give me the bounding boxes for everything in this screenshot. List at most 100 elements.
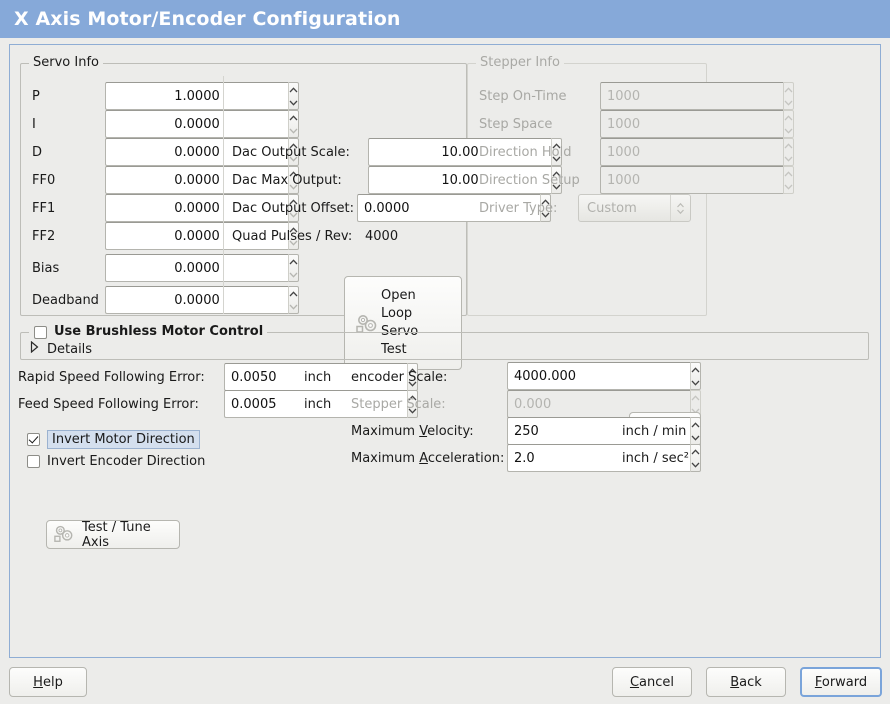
spin-up-icon[interactable]	[289, 83, 298, 96]
spin-dac-output-offset[interactable]	[357, 194, 551, 222]
spin-buttons-maximum-acceleration[interactable]	[690, 444, 701, 472]
spin-d[interactable]	[105, 138, 299, 166]
spin-up-icon[interactable]	[289, 195, 298, 208]
spin-buttons-dac-max-output[interactable]	[551, 166, 562, 194]
spin-down-icon[interactable]	[289, 152, 298, 165]
input-ff0[interactable]	[105, 166, 288, 194]
spin-rapid-following-error[interactable]	[224, 363, 418, 391]
test-tune-axis-button[interactable]: Test / Tune Axis	[46, 520, 180, 550]
cancel-button[interactable]: Cancel	[612, 667, 692, 697]
label-feed-following-error: Feed Speed Following Error:	[18, 397, 199, 412]
spin-buttons-d[interactable]	[288, 138, 299, 166]
spin-up-icon[interactable]	[691, 418, 700, 431]
spin-up-icon[interactable]	[552, 167, 561, 180]
spin-buttons-ff1[interactable]	[288, 194, 299, 222]
spin-down-icon[interactable]	[408, 377, 417, 390]
spin-ff0[interactable]	[105, 166, 299, 194]
spin-ff1[interactable]	[105, 194, 299, 222]
spin-buttons-p[interactable]	[288, 82, 299, 110]
chevron-updown-icon	[670, 195, 690, 221]
triangle-right-icon[interactable]	[30, 340, 39, 357]
spin-down-icon[interactable]	[691, 431, 700, 444]
spin-down-icon[interactable]	[541, 208, 550, 221]
spin-bias[interactable]	[105, 254, 299, 282]
input-rapid-following-error[interactable]	[224, 363, 407, 391]
spin-ff2[interactable]	[105, 222, 299, 250]
forward-button[interactable]: Forward	[800, 667, 882, 697]
spin-up-icon[interactable]	[289, 111, 298, 124]
spin-encoder-scale[interactable]	[507, 362, 701, 390]
help-post: elp	[42, 674, 63, 690]
spin-up-icon[interactable]	[289, 255, 298, 268]
spin-down-icon[interactable]	[552, 152, 561, 165]
spin-maximum-acceleration[interactable]	[507, 444, 701, 472]
spin-i[interactable]	[105, 110, 299, 138]
input-dac-output-offset[interactable]	[357, 194, 540, 222]
spin-buttons-dac-output-offset[interactable]	[540, 194, 551, 222]
spin-p[interactable]	[105, 82, 299, 110]
spin-up-icon	[784, 139, 793, 152]
spin-down-icon[interactable]	[289, 236, 298, 249]
input-i[interactable]	[105, 110, 288, 138]
input-p[interactable]	[105, 82, 288, 110]
spin-buttons-dac-output-scale[interactable]	[551, 138, 562, 166]
spin-down-icon[interactable]	[289, 180, 298, 193]
column-separator	[223, 76, 224, 314]
spin-buttons-rapid-following-error[interactable]	[407, 363, 418, 391]
invert-motor-direction-row[interactable]: Invert Motor Direction	[27, 430, 200, 449]
back-button[interactable]: Back	[706, 667, 786, 697]
spin-buttons-maximum-velocity[interactable]	[690, 417, 701, 445]
input-ff2[interactable]	[105, 222, 288, 250]
spin-down-icon[interactable]	[289, 124, 298, 137]
label-dac-max-output: Dac Max Output:	[232, 173, 342, 188]
spin-up-icon[interactable]	[289, 167, 298, 180]
help-button[interactable]: Help	[9, 667, 87, 697]
spin-down-icon[interactable]	[691, 376, 700, 389]
spin-dac-output-scale[interactable]	[368, 138, 562, 166]
spin-down-icon[interactable]	[289, 208, 298, 221]
spin-down-icon[interactable]	[552, 180, 561, 193]
spin-buttons-deadband[interactable]	[288, 286, 299, 314]
input-step-space	[600, 110, 783, 138]
spin-up-icon[interactable]	[691, 363, 700, 376]
spin-down-icon[interactable]	[289, 300, 298, 313]
spin-dac-max-output[interactable]	[368, 166, 562, 194]
input-d[interactable]	[105, 138, 288, 166]
spin-feed-following-error[interactable]	[224, 390, 418, 418]
input-dac-max-output[interactable]	[368, 166, 551, 194]
input-feed-following-error[interactable]	[224, 390, 407, 418]
spin-up-icon[interactable]	[289, 223, 298, 236]
spin-down-icon[interactable]	[691, 458, 700, 471]
use-brushless-checkbox[interactable]	[34, 325, 47, 339]
invert-encoder-direction-row[interactable]: Invert Encoder Direction	[27, 454, 205, 469]
spin-buttons-ff0[interactable]	[288, 166, 299, 194]
open-loop-servo-test-button[interactable]: Open Loop Servo Test	[344, 276, 462, 370]
input-dac-output-scale[interactable]	[368, 138, 551, 166]
spin-up-icon[interactable]	[289, 287, 298, 300]
input-encoder-scale[interactable]	[507, 362, 690, 390]
invert-encoder-direction-checkbox[interactable]	[27, 455, 40, 468]
spin-buttons-encoder-scale[interactable]	[690, 362, 701, 390]
input-ff1[interactable]	[105, 194, 288, 222]
spin-buttons-feed-following-error[interactable]	[407, 390, 418, 418]
spin-up-icon[interactable]	[541, 195, 550, 208]
details-expander[interactable]: Details	[30, 340, 92, 357]
spin-up-icon[interactable]	[691, 445, 700, 458]
input-bias[interactable]	[105, 254, 288, 282]
spin-down-icon[interactable]	[289, 96, 298, 109]
spin-up-icon[interactable]	[408, 391, 417, 404]
spin-deadband[interactable]	[105, 286, 299, 314]
spin-down-icon[interactable]	[289, 268, 298, 281]
input-maximum-velocity[interactable]	[507, 417, 690, 445]
input-maximum-acceleration[interactable]	[507, 444, 690, 472]
spin-buttons-bias[interactable]	[288, 254, 299, 282]
invert-motor-direction-checkbox[interactable]	[27, 433, 40, 446]
spin-up-icon[interactable]	[289, 139, 298, 152]
spin-buttons-ff2[interactable]	[288, 222, 299, 250]
spin-buttons-i[interactable]	[288, 110, 299, 138]
input-deadband[interactable]	[105, 286, 288, 314]
spin-up-icon[interactable]	[552, 139, 561, 152]
spin-maximum-velocity[interactable]	[507, 417, 701, 445]
spin-up-icon[interactable]	[408, 364, 417, 377]
spin-down-icon[interactable]	[408, 404, 417, 417]
